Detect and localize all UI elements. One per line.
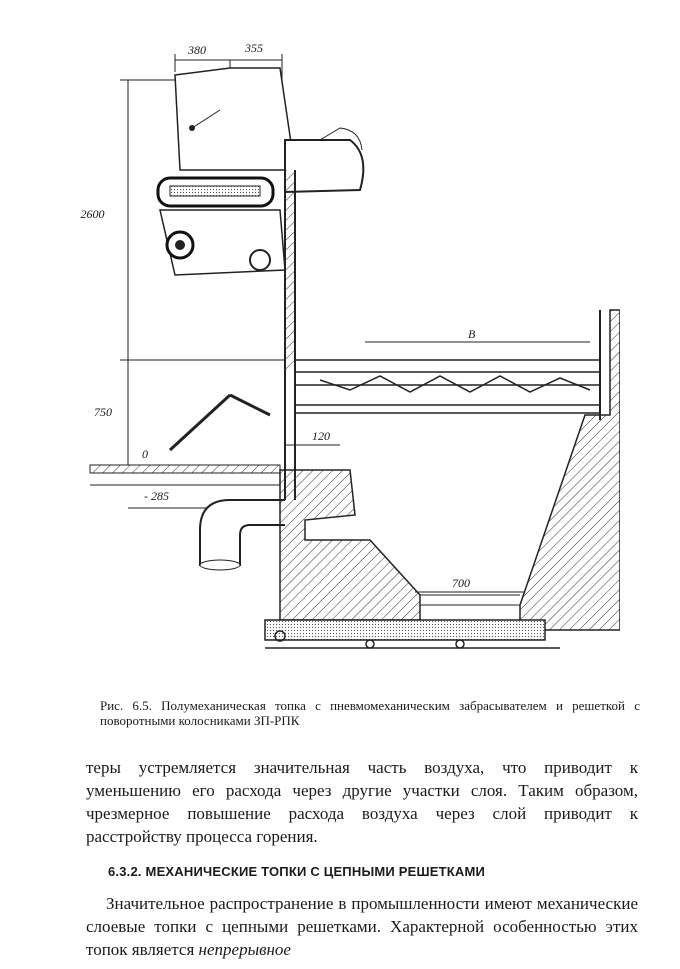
vertical-dimension — [120, 79, 285, 466]
grate-frame — [295, 359, 600, 414]
ash-conveyor — [264, 619, 560, 649]
dim-355: 355 — [244, 41, 263, 55]
technical-drawing: 380 355 ~2600 750 0 В 120 — [80, 20, 620, 680]
fuel-hopper — [174, 67, 296, 171]
paragraph-2-text: Значительное распространение в промышлен… — [86, 894, 638, 959]
front-wall — [284, 170, 296, 500]
furnace-drawing-svg: 380 355 ~2600 750 0 В 120 — [80, 41, 620, 649]
dim-2600: ~2600 — [80, 207, 105, 221]
lever — [168, 393, 271, 452]
paragraph-1: теры устремляется значительная часть воз… — [86, 758, 638, 846]
dim-285: - 285 — [144, 489, 169, 503]
dim-0: 0 — [142, 447, 148, 461]
ash-pit-left — [279, 469, 421, 621]
air-nozzle — [284, 139, 365, 194]
dim-120: 120 — [312, 429, 330, 443]
air-duct — [199, 499, 285, 566]
dim-700: 700 — [452, 576, 470, 590]
figure-caption: Рис. 6.5. Полумеханическая топка с пневм… — [100, 698, 640, 728]
dim-750: 750 — [94, 405, 112, 419]
paragraph-2-emphasis: непрерывное — [198, 940, 291, 959]
dim-380: 380 — [187, 43, 206, 57]
section-heading: 6.3.2. МЕХАНИЧЕСКИЕ ТОПКИ С ЦЕПНЫМИ РЕШЕ… — [108, 864, 486, 879]
ash-pit-right — [519, 309, 620, 631]
paragraph-2: Значительное распространение в промышлен… — [86, 892, 638, 961]
dim-b: В — [468, 327, 476, 341]
floor-plate — [89, 464, 281, 474]
